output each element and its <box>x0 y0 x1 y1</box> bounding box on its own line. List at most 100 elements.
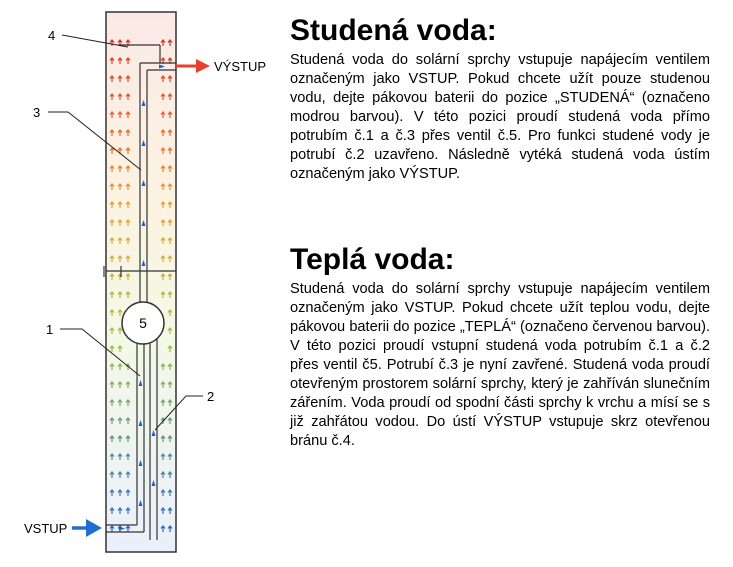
flow-arrow <box>109 111 115 118</box>
outlet-arrow <box>176 59 210 73</box>
flow-arrow <box>125 507 131 514</box>
flow-arrow <box>109 255 115 262</box>
cold-water-section: Studená voda: Studená voda do solární sp… <box>290 14 710 184</box>
flow-arrow <box>167 237 173 244</box>
flow-arrow <box>125 111 131 118</box>
flow-arrow <box>117 255 123 262</box>
flow-arrow <box>160 291 166 298</box>
flow-arrow <box>109 417 115 424</box>
flow-arrow <box>117 345 123 352</box>
flow-arrow <box>109 57 115 64</box>
flow-arrow <box>109 165 115 172</box>
flow-arrow <box>117 471 123 478</box>
valve-5: 5 <box>121 301 165 345</box>
flow-arrow <box>167 93 173 100</box>
flow-arrow <box>117 363 123 370</box>
flow-arrow <box>125 453 131 460</box>
valve-5-label: 5 <box>139 315 147 331</box>
flow-arrow <box>167 291 173 298</box>
flow-arrow <box>167 147 173 154</box>
flow-arrow <box>167 489 173 496</box>
callout-2: 2 <box>207 389 214 404</box>
flow-arrow <box>117 435 123 442</box>
flow-arrow <box>125 471 131 478</box>
warm-water-title: Teplá voda: <box>290 243 455 276</box>
flow-arrow <box>109 309 115 316</box>
flow-arrow <box>117 183 123 190</box>
flow-arrow <box>109 237 115 244</box>
flow-arrow <box>125 183 131 190</box>
warm-water-text: Studená voda do solární sprchy vstupuje … <box>290 281 710 449</box>
callout-4: 4 <box>48 28 55 43</box>
flow-arrow <box>125 93 131 100</box>
flow-arrow <box>160 363 166 370</box>
flow-arrow <box>109 525 115 532</box>
flow-arrow <box>160 165 166 172</box>
flow-arrow <box>167 471 173 478</box>
cold-water-text: Studená voda do solární sprchy vstupuje … <box>290 52 710 182</box>
flow-arrow <box>167 111 173 118</box>
callout-3: 3 <box>33 105 40 120</box>
flow-arrow <box>160 147 166 154</box>
flow-arrow <box>109 399 115 406</box>
flow-arrow <box>160 453 166 460</box>
flow-arrow <box>109 489 115 496</box>
flow-arrow <box>160 255 166 262</box>
flow-arrow <box>109 183 115 190</box>
flow-arrow <box>125 291 131 298</box>
pipe-1 <box>106 340 145 533</box>
shower-tank <box>105 11 177 553</box>
flow-arrow <box>167 165 173 172</box>
flow-arrow <box>167 507 173 514</box>
flow-arrow <box>117 327 123 334</box>
flow-arrow <box>167 255 173 262</box>
flow-arrow <box>125 147 131 154</box>
flow-arrow <box>125 165 131 172</box>
flow-arrow <box>167 417 173 424</box>
flow-arrow <box>117 417 123 424</box>
flow-arrow <box>109 381 115 388</box>
flow-arrow <box>125 399 131 406</box>
flow-arrow <box>125 201 131 208</box>
flow-arrow <box>117 93 123 100</box>
flow-arrow <box>167 381 173 388</box>
flow-arrow <box>160 525 166 532</box>
flow-arrow <box>117 129 123 136</box>
flow-arrow <box>160 399 166 406</box>
flow-arrows <box>109 39 173 532</box>
flow-arrow <box>167 201 173 208</box>
warm-water-section: Teplá voda: Studená voda do solární sprc… <box>290 243 710 451</box>
flow-arrow <box>109 435 115 442</box>
flow-arrow <box>125 489 131 496</box>
flow-arrow <box>167 39 173 46</box>
flow-arrow <box>125 417 131 424</box>
flow-arrow <box>160 75 166 82</box>
flow-arrow <box>109 219 115 226</box>
flow-arrow <box>167 273 173 280</box>
flow-arrow <box>117 291 123 298</box>
flow-arrow <box>109 345 115 352</box>
flow-arrow <box>125 129 131 136</box>
flow-arrow <box>125 273 131 280</box>
flow-arrow <box>117 237 123 244</box>
flow-arrow <box>117 489 123 496</box>
pipe-3 <box>139 62 176 306</box>
flow-arrow <box>109 363 115 370</box>
flow-arrow <box>117 75 123 82</box>
flow-arrow <box>125 381 131 388</box>
flow-arrow <box>109 75 115 82</box>
flow-arrow <box>160 129 166 136</box>
flow-arrow <box>160 507 166 514</box>
flow-arrow <box>160 183 166 190</box>
flow-arrow <box>167 435 173 442</box>
flow-arrow <box>160 471 166 478</box>
flow-arrow <box>117 399 123 406</box>
flow-arrow <box>167 75 173 82</box>
flow-arrow <box>109 291 115 298</box>
inlet-arrow <box>72 519 102 537</box>
flow-arrow <box>167 345 173 352</box>
flow-arrow <box>160 273 166 280</box>
gate-4 <box>118 44 161 63</box>
flow-arrow <box>109 147 115 154</box>
flow-arrow <box>117 201 123 208</box>
